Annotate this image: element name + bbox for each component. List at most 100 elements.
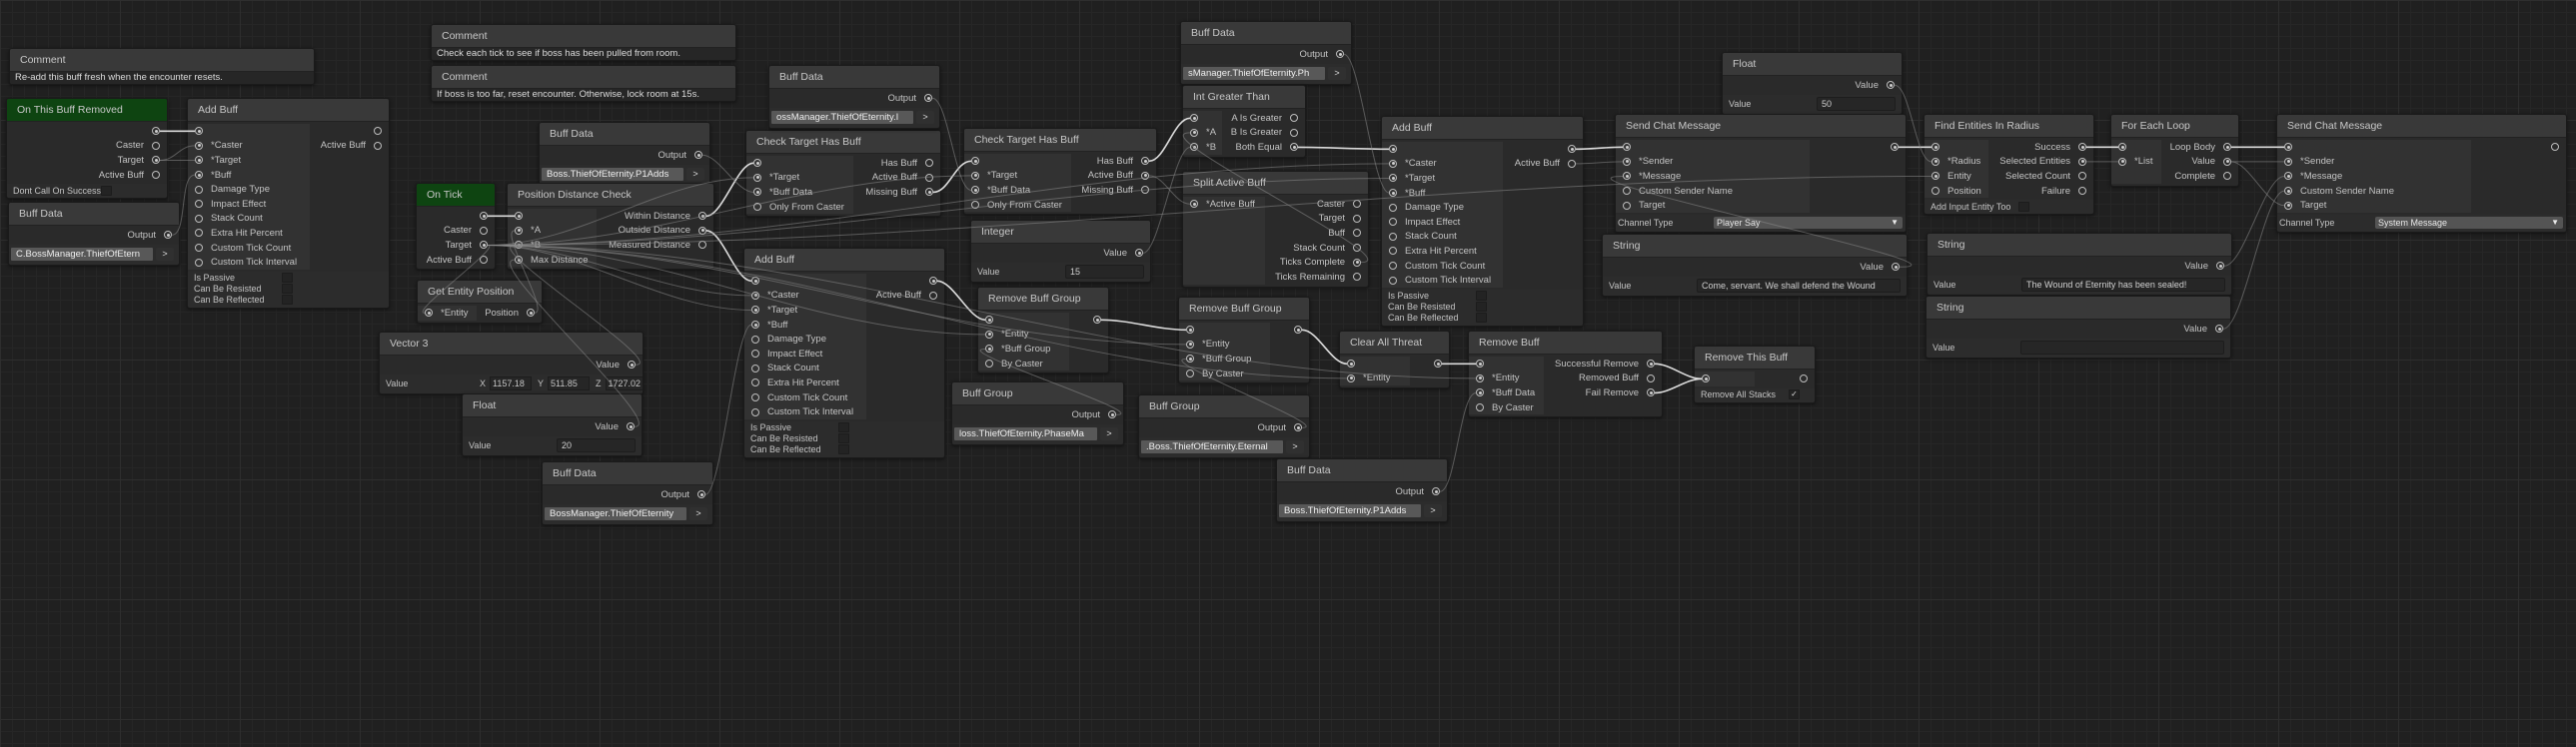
port-connected-icon[interactable]	[195, 127, 203, 136]
value-input[interactable]: 50	[1817, 96, 1896, 111]
port-icon[interactable]	[751, 350, 759, 359]
input-port[interactable]: Stack Count	[1382, 230, 1503, 245]
port-icon[interactable]	[1932, 187, 1939, 196]
port-icon[interactable]	[374, 127, 382, 136]
output-port[interactable]: Target	[1265, 212, 1368, 227]
input-port[interactable]: *Buff Data	[1469, 385, 1544, 400]
output-port[interactable]: Ticks Complete	[1265, 255, 1368, 270]
port-connected-icon[interactable]	[2216, 262, 2224, 271]
output-port[interactable]	[1503, 142, 1583, 157]
value-input[interactable]: Come, servant. We shall defend the Wound	[1697, 278, 1901, 293]
port-connected-icon[interactable]	[751, 291, 759, 300]
value-input[interactable]: 20	[557, 437, 636, 452]
vector-z-input[interactable]: 1727.02	[605, 375, 643, 390]
input-port[interactable]: Damage Type	[1382, 200, 1503, 215]
output-port[interactable]	[2471, 140, 2566, 155]
port-connected-icon[interactable]	[751, 321, 759, 330]
output-port[interactable]: Buff	[1265, 226, 1368, 241]
port-icon[interactable]	[1389, 276, 1397, 285]
input-port[interactable]: Extra Hit Percent	[1382, 244, 1503, 259]
node-title[interactable]: Float	[1723, 53, 1902, 76]
port-icon[interactable]	[1290, 128, 1298, 137]
output-port[interactable]: Output	[543, 487, 712, 502]
input-port[interactable]: *Buff Group	[1179, 352, 1270, 367]
output-port[interactable]: Outside Distance	[597, 224, 713, 239]
output-port[interactable]: Caster	[7, 139, 167, 154]
port-icon[interactable]	[1389, 262, 1397, 271]
node-title[interactable]: Buff Data	[9, 203, 179, 226]
output-port[interactable]: Measured Distance	[597, 238, 713, 253]
port-icon[interactable]	[1389, 247, 1397, 256]
node-title[interactable]: For Each Loop	[2111, 115, 2238, 138]
input-port[interactable]: Custom Tick Count	[744, 390, 866, 405]
port-connected-icon[interactable]	[1294, 326, 1302, 335]
open-asset-button[interactable]: >	[1100, 426, 1118, 440]
port-connected-icon[interactable]	[1892, 263, 1900, 272]
port-connected-icon[interactable]	[698, 226, 706, 235]
output-port[interactable]: Selected Entities	[1988, 155, 2093, 170]
port-connected-icon[interactable]	[1347, 360, 1355, 369]
input-port[interactable]	[1695, 372, 1755, 386]
node-title[interactable]: On Tick	[417, 184, 495, 207]
node-title[interactable]: Remove This Buff	[1695, 347, 1815, 370]
output-port[interactable]: Active Buff	[866, 289, 944, 304]
port-connected-icon[interactable]	[753, 173, 761, 182]
port-connected-icon[interactable]	[1647, 360, 1655, 369]
input-port[interactable]: *Buff	[188, 168, 310, 183]
port-connected-icon[interactable]	[1389, 174, 1397, 183]
port-connected-icon[interactable]	[1141, 171, 1149, 180]
port-connected-icon[interactable]	[985, 330, 993, 339]
port-icon[interactable]	[480, 226, 488, 235]
port-icon[interactable]	[195, 258, 203, 267]
port-icon[interactable]	[480, 256, 488, 265]
input-port[interactable]: *Buff Data	[746, 185, 853, 200]
node-title[interactable]: Buff Data	[543, 462, 712, 485]
checkbox[interactable]	[282, 295, 293, 306]
node-title[interactable]: Buff Group	[952, 382, 1123, 405]
input-port[interactable]: *Caster	[744, 289, 866, 304]
node-title[interactable]: Check Target Has Buff	[746, 131, 940, 154]
port-connected-icon[interactable]	[1190, 143, 1198, 152]
input-port[interactable]: Custom Tick Count	[188, 241, 310, 256]
output-port[interactable]: Value	[2161, 155, 2238, 170]
input-port[interactable]: *Active Buff	[1183, 197, 1265, 212]
input-port[interactable]: *Entity	[1469, 372, 1544, 386]
port-icon[interactable]	[1623, 187, 1631, 196]
port-connected-icon[interactable]	[971, 157, 979, 166]
port-connected-icon[interactable]	[164, 231, 172, 240]
node-title[interactable]: Comment	[10, 49, 314, 72]
port-icon[interactable]	[195, 229, 203, 238]
node-title[interactable]: Remove Buff	[1469, 332, 1662, 355]
checkbox[interactable]	[101, 185, 112, 196]
port-icon[interactable]	[374, 141, 382, 150]
output-port[interactable]	[1755, 372, 1815, 386]
node-title[interactable]: String	[1928, 234, 2231, 257]
output-port[interactable]: Both Equal	[1222, 140, 1305, 155]
asset-input[interactable]: Boss.ThiefOfEternity.P1Adds	[542, 167, 683, 181]
port-connected-icon[interactable]	[1290, 143, 1298, 152]
port-icon[interactable]	[1389, 203, 1397, 212]
node-title[interactable]: Int Greater Than	[1183, 86, 1305, 109]
port-connected-icon[interactable]	[1702, 374, 1710, 383]
input-port[interactable]: Impact Effect	[188, 197, 310, 212]
port-connected-icon[interactable]	[2078, 143, 2086, 152]
port-connected-icon[interactable]	[1294, 423, 1302, 432]
input-port[interactable]: Impact Effect	[744, 347, 866, 362]
open-asset-button[interactable]: >	[916, 110, 934, 124]
channel-type-select[interactable]: Player Say▼	[1714, 216, 1903, 229]
port-connected-icon[interactable]	[971, 171, 979, 180]
output-port[interactable]: Active Buff	[1503, 157, 1583, 172]
input-port[interactable]: Impact Effect	[1382, 215, 1503, 230]
port-icon[interactable]	[751, 378, 759, 387]
clear-all-threat-node[interactable]: Clear All Threat*Entity	[1339, 331, 1450, 389]
